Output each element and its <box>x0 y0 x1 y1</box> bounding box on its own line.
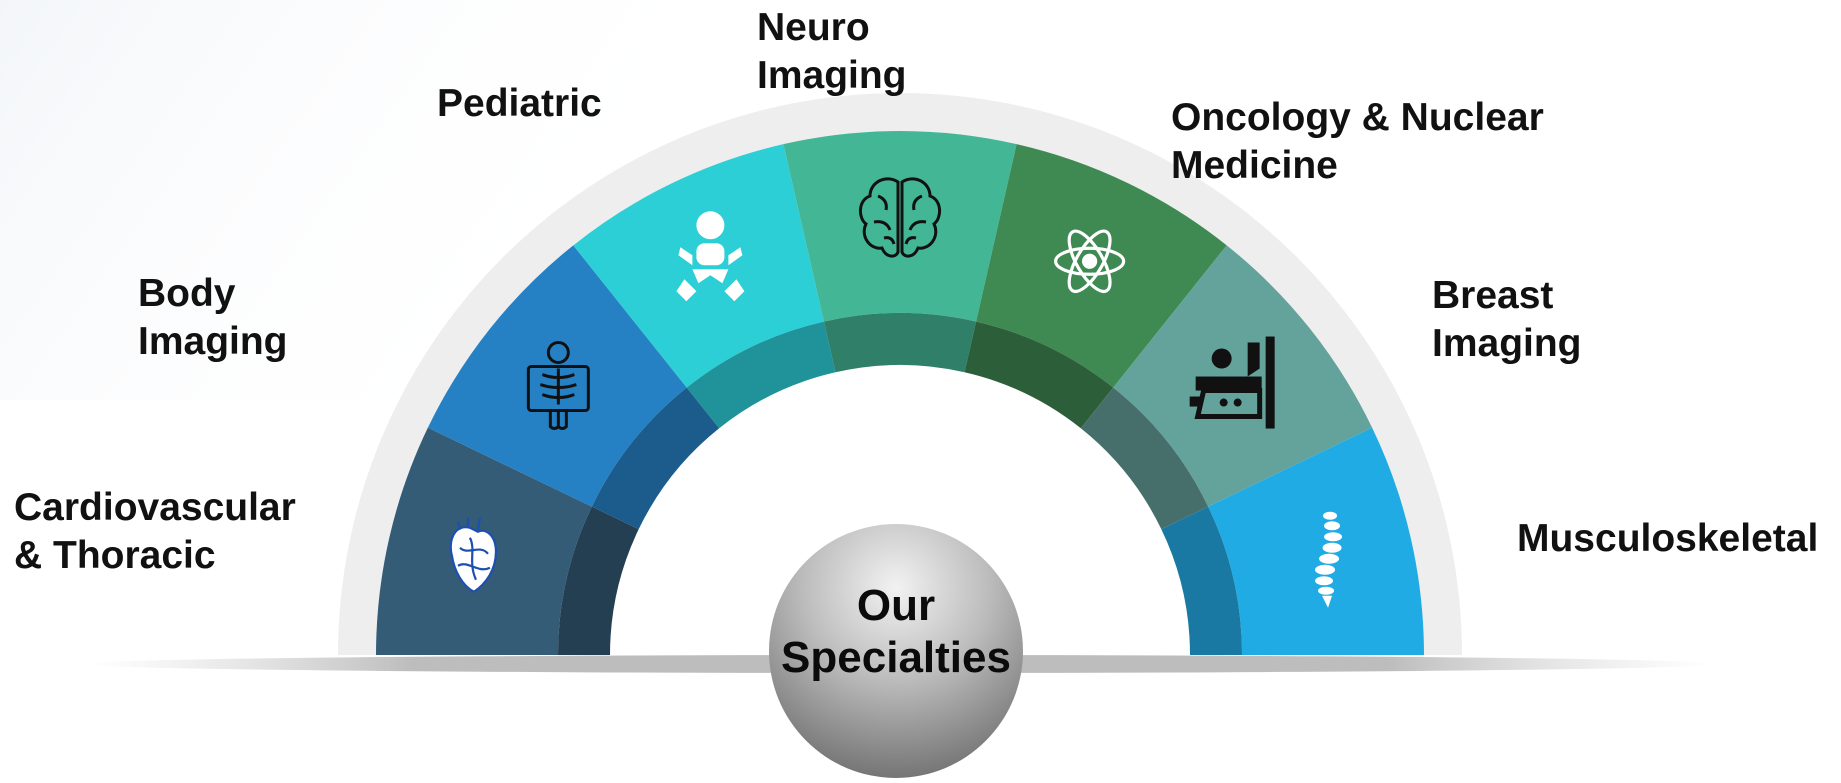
segment-inner-body <box>591 387 720 530</box>
segment-musculoskeletal <box>1208 427 1424 655</box>
atom-icon <box>1054 229 1126 294</box>
segment-inner-neuro <box>823 313 977 373</box>
segment-neuro <box>783 131 1017 322</box>
spine-icon <box>1315 511 1343 608</box>
xray-icon <box>526 341 590 431</box>
center-title-line1: Our <box>856 581 936 630</box>
center-title-line2: Specialties <box>781 633 1011 682</box>
segment-inner-musculoskeletal <box>1161 506 1242 655</box>
segment-inner-pediatric <box>686 321 836 429</box>
segment-inner-oncology <box>964 321 1114 429</box>
label-pediatric: Pediatric <box>437 82 602 125</box>
segment-breast <box>1113 245 1373 507</box>
label-cardiovascular: Cardiovascular& Thoracic <box>14 486 296 577</box>
segment-inner-cardiovascular <box>558 506 639 655</box>
heart-icon <box>449 517 498 594</box>
mammography-icon <box>1189 336 1275 429</box>
center-title: Our Specialties <box>770 580 1022 684</box>
center-ball <box>769 524 1023 778</box>
label-musculoskeletal: Musculoskeletal <box>1517 517 1819 560</box>
brain-icon <box>859 177 941 258</box>
segment-pediatric <box>573 144 824 388</box>
baby-icon <box>676 211 745 302</box>
segment-inner-breast <box>1080 387 1209 530</box>
